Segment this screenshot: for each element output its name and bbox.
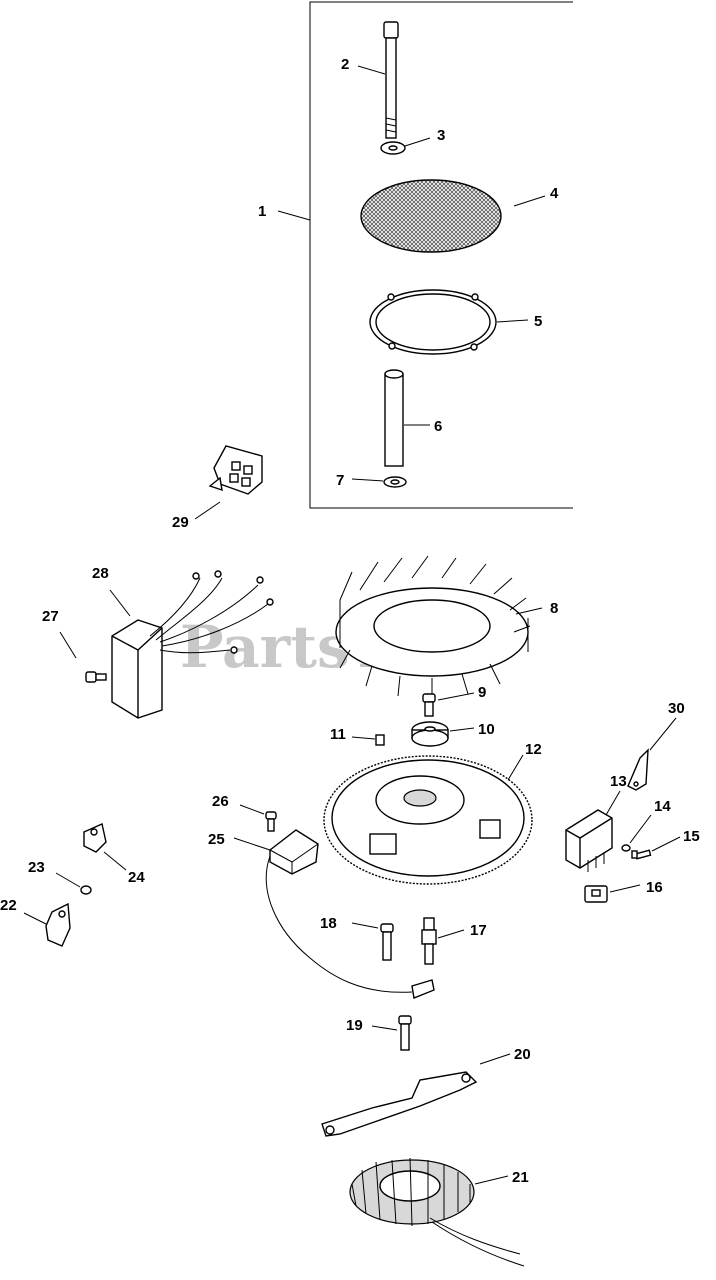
leader-12	[507, 754, 524, 781]
callout-30: 30	[668, 700, 685, 717]
part-4-screen	[360, 179, 502, 253]
callout-19: 19	[346, 1017, 363, 1034]
leader-1	[277, 210, 311, 221]
leader-18	[351, 922, 379, 929]
part-27-screw	[85, 671, 107, 683]
callout-26: 26	[212, 793, 229, 810]
callout-14: 14	[654, 798, 671, 815]
leader-2	[357, 65, 386, 75]
callout-9: 9	[478, 684, 486, 701]
leader-16	[609, 884, 641, 893]
part-13-regulator	[565, 809, 613, 872]
leader-28	[109, 589, 131, 617]
leader-24	[103, 851, 127, 871]
callout-12: 12	[525, 741, 542, 758]
part-10-washer	[411, 721, 449, 747]
callout-7: 7	[336, 472, 344, 489]
leader-3	[404, 137, 431, 147]
leader-26	[239, 804, 265, 815]
callout-5: 5	[534, 313, 542, 330]
callout-21: 21	[512, 1169, 529, 1186]
part-11-key	[375, 734, 385, 746]
part-28-module	[111, 570, 274, 719]
part-6-spacer-tube	[384, 369, 404, 467]
leader-8	[515, 607, 543, 615]
callout-29: 29	[172, 514, 189, 531]
part-18-bolt	[380, 923, 394, 961]
callout-4: 4	[550, 185, 559, 202]
callout-1: 1	[258, 203, 266, 220]
part-15-screw	[631, 849, 652, 860]
assembly-bracket	[309, 1, 573, 509]
part-26-screw	[265, 811, 277, 832]
part-22-clip	[45, 902, 71, 947]
callout-22: 22	[0, 897, 17, 914]
part-30-bracket	[627, 748, 649, 791]
callout-8: 8	[550, 600, 558, 617]
part-8-fan	[335, 555, 531, 698]
leader-29	[194, 501, 221, 520]
leader-13	[605, 790, 621, 816]
part-14-washer	[621, 844, 631, 852]
part-21-stator	[349, 1157, 525, 1267]
callout-17: 17	[470, 922, 487, 939]
leader-22	[23, 912, 47, 925]
leader-10	[449, 727, 475, 732]
leader-17	[437, 929, 465, 939]
part-24-clip	[83, 823, 107, 853]
callout-18: 18	[320, 915, 337, 932]
callout-20: 20	[514, 1046, 531, 1063]
callout-13: 13	[610, 773, 627, 790]
callout-15: 15	[683, 828, 700, 845]
part-5-gasket-ring	[369, 289, 497, 355]
part-7-washer	[383, 476, 407, 488]
leader-23	[55, 872, 81, 888]
leader-11	[351, 736, 376, 740]
part-2-long-bolt	[383, 21, 399, 139]
callout-10: 10	[478, 721, 495, 738]
part-19-bolt	[398, 1015, 412, 1051]
part-23-washer	[80, 885, 92, 895]
callout-11: 11	[330, 726, 346, 743]
callout-28: 28	[92, 565, 109, 582]
callout-2: 2	[341, 56, 349, 73]
part-9-bolt	[422, 693, 436, 717]
part-16-connector	[584, 885, 608, 903]
callout-16: 16	[646, 879, 663, 896]
leader-21	[474, 1175, 509, 1185]
leader-19	[371, 1025, 398, 1031]
leader-25	[233, 837, 271, 851]
callout-25: 25	[208, 831, 225, 848]
part-29-connector	[208, 445, 263, 495]
callout-23: 23	[28, 859, 45, 876]
leader-14	[629, 814, 652, 844]
callout-24: 24	[128, 869, 145, 886]
leader-7	[351, 478, 384, 482]
callout-6: 6	[434, 418, 442, 435]
part-3-washer	[380, 141, 406, 155]
part-25-ignition-module	[265, 829, 435, 999]
callout-27: 27	[42, 608, 59, 625]
leader-9	[437, 692, 475, 701]
part-17-spark-plug	[421, 917, 437, 965]
leader-27	[59, 631, 77, 659]
part-20-plate	[321, 1071, 478, 1137]
leader-30	[649, 717, 677, 751]
leader-20	[479, 1053, 511, 1065]
callout-3: 3	[437, 127, 445, 144]
leader-4	[513, 195, 546, 207]
part-12-flywheel	[323, 755, 533, 885]
leader-15	[651, 836, 681, 852]
leader-5	[496, 319, 529, 323]
